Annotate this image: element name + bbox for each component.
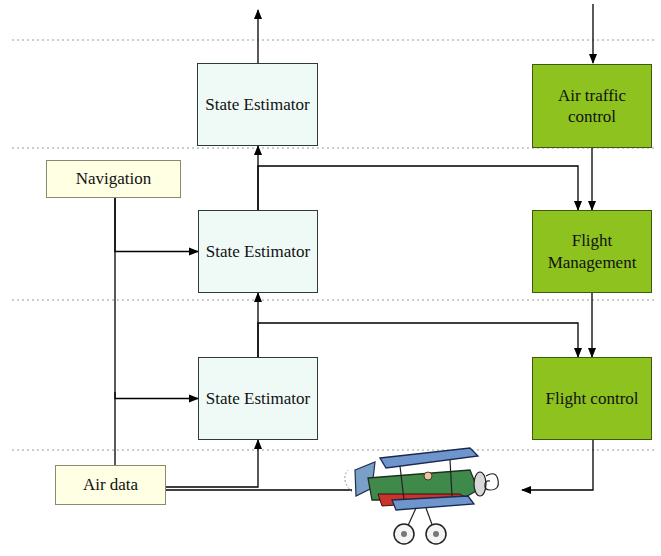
signal-arrow — [591, 148, 592, 210]
estimator-box: State Estimator — [197, 63, 318, 146]
control-box: Flight Management — [532, 210, 652, 293]
biplane-illustration — [345, 448, 499, 544]
box-label: State Estimator — [206, 241, 310, 262]
box-label: Flight control — [545, 388, 638, 409]
box-label: Flight Management — [539, 230, 645, 273]
signal-arrow — [591, 293, 592, 357]
signal-arrow — [115, 198, 198, 399]
tier-separators — [12, 40, 656, 450]
box-label: Air traffic control — [539, 85, 645, 128]
signal-arrow — [115, 198, 198, 252]
signal-arrow — [258, 166, 578, 210]
box-label: Navigation — [76, 168, 152, 189]
sensor-box: Navigation — [46, 160, 181, 198]
control-box: Air traffic control — [532, 64, 652, 148]
box-label: Air data — [83, 474, 138, 495]
estimator-box: State Estimator — [198, 357, 318, 440]
estimator-box: State Estimator — [198, 210, 318, 293]
control-box: Flight control — [532, 357, 652, 440]
signal-arrow — [258, 323, 578, 357]
signal-wires — [115, 4, 593, 490]
box-label: State Estimator — [205, 94, 309, 115]
box-label: State Estimator — [206, 388, 310, 409]
sensor-box: Air data — [55, 465, 166, 505]
signal-arrow — [166, 440, 258, 487]
